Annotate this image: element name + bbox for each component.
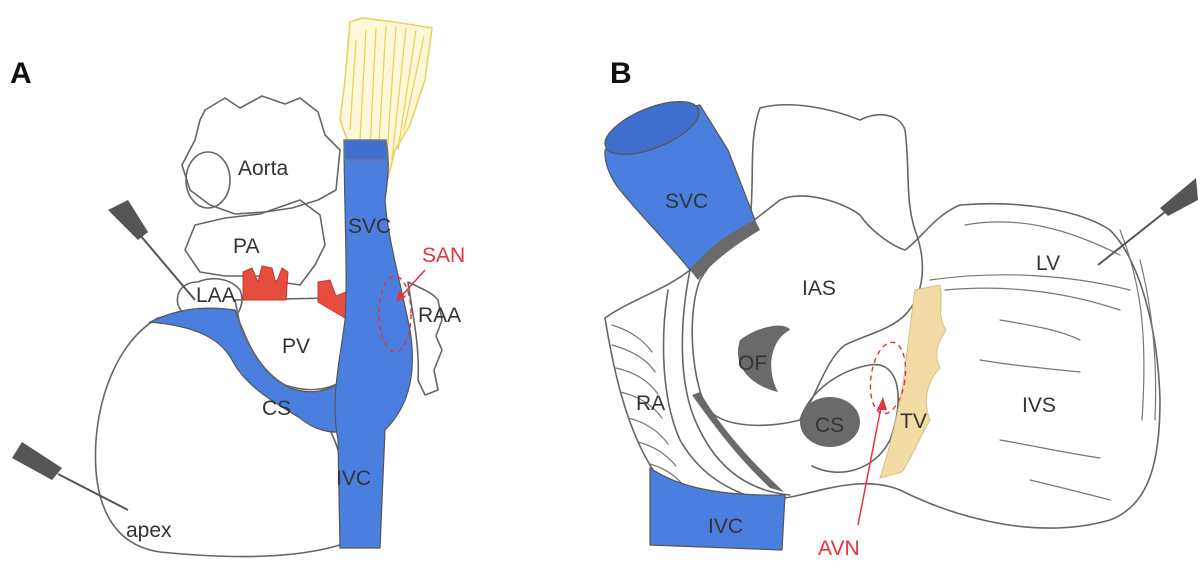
svc-lumen-b <box>604 101 700 155</box>
san-region <box>378 275 412 353</box>
ra-outer-wall <box>662 289 761 501</box>
tv-region <box>879 284 947 479</box>
pa-outline <box>184 199 326 286</box>
nerve-bundle <box>339 17 433 180</box>
label-ivc-b: IVC <box>708 515 743 538</box>
nerve-fibers <box>349 25 425 169</box>
ivc-vessel-b <box>649 466 786 551</box>
pin-icon <box>1097 178 1198 266</box>
ra-inner-wall <box>681 269 791 496</box>
label-lv: LV <box>1036 252 1060 275</box>
label-ivc: IVC <box>336 467 371 490</box>
svc-ivc-vessel <box>334 139 413 549</box>
label-pa: PA <box>233 235 259 258</box>
label-pv: PV <box>282 335 310 358</box>
pin-icon <box>108 200 196 301</box>
pulmonary-vein-tissue <box>242 265 363 319</box>
label-svc-b: SVC <box>665 190 708 213</box>
san-arrowhead <box>396 291 406 302</box>
aorta-lumen <box>185 151 231 209</box>
label-raa: RAA <box>418 304 461 327</box>
panel-b-letter: B <box>610 57 632 90</box>
label-svc: SVC <box>348 215 391 238</box>
cs-vessel <box>147 307 351 433</box>
avn-arrow <box>857 401 883 526</box>
svc-shadow-b <box>690 220 760 280</box>
heart-section-outline <box>604 195 1161 529</box>
label-avn: AVN <box>818 537 860 560</box>
ra-ridges <box>611 324 685 487</box>
panel-a: A <box>10 17 465 558</box>
avn-region <box>869 341 907 415</box>
label-tv: TV <box>900 410 927 433</box>
pin-icon <box>12 442 129 511</box>
label-cs: CS <box>262 397 291 420</box>
avn-arrowhead <box>877 397 887 410</box>
label-san: SAN <box>422 244 465 267</box>
cs-ostium <box>800 397 860 447</box>
label-aorta: Aorta <box>238 157 289 180</box>
panel-b: B <box>604 57 1198 560</box>
label-laa: LAA <box>196 284 236 307</box>
raa-outline <box>407 281 443 396</box>
label-ivs: IVS <box>1022 394 1056 417</box>
lv-curves <box>929 221 1157 501</box>
svc-cap <box>343 139 389 161</box>
cs-outline-b <box>799 363 899 473</box>
aorta-outline <box>181 95 341 215</box>
label-ias: IAS <box>802 277 836 300</box>
panel-a-letter: A <box>10 57 32 90</box>
label-of: OF <box>738 352 767 375</box>
label-apex: apex <box>126 519 172 542</box>
label-ra: RA <box>636 392 665 415</box>
crista-terminalis <box>692 392 784 492</box>
label-cs-b: CS <box>815 414 844 437</box>
of-region <box>737 325 790 392</box>
